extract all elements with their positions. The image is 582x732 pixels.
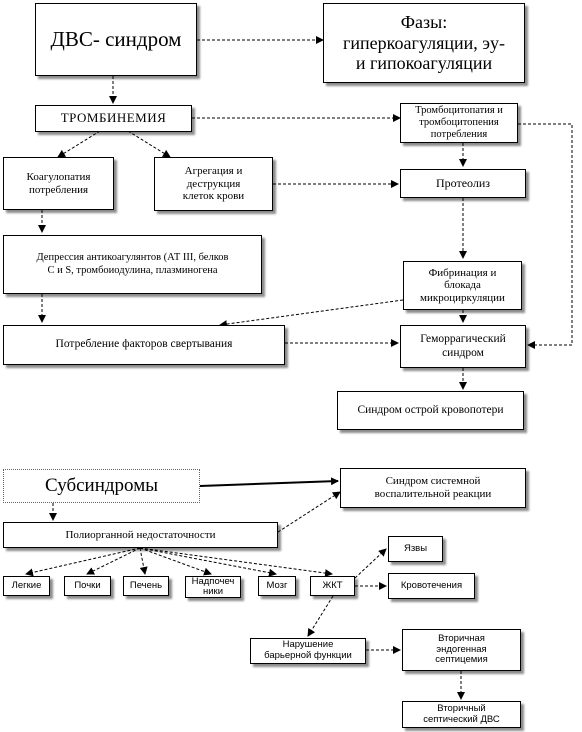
organ-git-label: ЖКТ — [322, 579, 343, 591]
arrow-mof-brain — [139, 547, 277, 577]
arrow-fibrination-consumption — [219, 299, 404, 329]
organ-kidneys-box: Почки — [64, 576, 111, 596]
arrow-thrombinemia-coagulopathy — [57, 130, 101, 158]
arrow-mof-lungs — [25, 547, 141, 577]
thrombinemia-box: ТРОМБИНЕМИЯ — [35, 105, 192, 132]
organ-lungs-box: Легкие — [3, 576, 50, 596]
organ-adrenals-label: Надпочеч ники — [191, 576, 235, 597]
coagulopathy-box: Коагулопатия потребления — [3, 157, 114, 210]
factor-consumption-label: Потребление факторов свертывания — [55, 338, 233, 351]
phases-box: Фазы: гиперкоагуляции, эу- и гипокоагуля… — [323, 3, 525, 83]
septic-dic-box: Вторичный септический ДВС — [402, 701, 521, 728]
proteolysis-box: Протеолиз — [400, 169, 526, 198]
mof-box: Полиорганной недостаточности — [3, 522, 278, 548]
arrow-mof-git — [139, 547, 333, 578]
organ-adrenals-box: Надпочеч ники — [185, 576, 241, 598]
arrow-thrombinemia-aggregation — [127, 130, 171, 158]
organ-liver-box: Печень — [123, 576, 169, 596]
bleeding-label: Кровотечения — [400, 579, 463, 591]
proteolysis-label: Протеолиз — [435, 175, 491, 190]
organ-kidneys-label: Почки — [74, 579, 101, 591]
mof-label: Полиорганной недостаточности — [65, 528, 216, 541]
arrow-thrombocytopathy-hemorrhagic — [518, 123, 573, 349]
sirs-label: Синдром системной воспалительной реакции — [374, 475, 492, 500]
arrow-mof-kidneys — [86, 547, 141, 575]
septic-dic-label: Вторичный септический ДВС — [423, 702, 500, 725]
phases-label: Фазы: гиперкоагуляции, эу- и гипокоагуля… — [343, 11, 505, 74]
organ-brain-label: Мозг — [266, 579, 288, 591]
fibrination-label: Фибринация и блокада микроциркуляции — [420, 266, 505, 304]
dic-label: ДВС- синдром — [50, 27, 182, 52]
acute-bloodloss-label: Синдром острой кровопотери — [357, 403, 504, 416]
organ-liver-label: Печень — [129, 579, 163, 591]
coagulopathy-label: Коагулопатия потребления — [26, 170, 91, 196]
ulcers-label: Язвы — [403, 542, 428, 554]
sirs-box: Синдром системной воспалительной реакции — [340, 468, 526, 508]
acute-bloodloss-box: Синдром острой кровопотери — [337, 391, 524, 430]
arrow-git-ulcers — [354, 548, 387, 579]
thrombocytopathy-label: Тромбоцитопатия и тромбоцитопения потреб… — [415, 104, 503, 141]
arrow-mof-adrenals — [139, 547, 212, 576]
hemorrhagic-box: Геморрагический синдром — [400, 325, 526, 368]
arrow-mof-sirs — [277, 491, 341, 533]
anticoagulant-depression-box: Депрессия антикоагулянтов (АТ III, белко… — [3, 235, 262, 294]
barrier-label: Нарушение барьерной функции — [264, 639, 352, 661]
arrow-mof-liver — [139, 547, 148, 575]
dic-box: ДВС- синдром — [35, 3, 197, 76]
subsyndromes-box: Субсиндромы — [3, 469, 200, 503]
organ-brain-box: Мозг — [258, 576, 296, 596]
endo-septicemia-label: Вторичная эндогенная септицемия — [435, 632, 488, 666]
barrier-box: Нарушение барьерной функции — [250, 638, 366, 664]
bleeding-box: Кровотечения — [388, 573, 475, 599]
fibrination-box: Фибринация и блокада микроциркуляции — [403, 261, 522, 310]
thrombocytopathy-box: Тромбоцитопатия и тромбоцитопения потреб… — [400, 103, 518, 143]
thrombinemia-label: ТРОМБИНЕМИЯ — [60, 110, 167, 126]
factor-consumption-box: Потребление факторов свертывания — [3, 325, 285, 365]
anticoagulant-depression-label: Депрессия антикоагулянтов (АТ III, белко… — [36, 252, 229, 276]
aggregation-box: Агрегация и деструкция клеток крови — [154, 157, 273, 211]
subsyndromes-label: Субсиндромы — [45, 475, 158, 497]
endo-septicemia-box: Вторичная эндогенная септицемия — [402, 629, 521, 671]
organ-lungs-label: Легкие — [11, 579, 42, 591]
ulcers-box: Язвы — [388, 536, 443, 562]
arrow-git-barrier — [307, 595, 334, 637]
aggregation-label: Агрегация и деструкция клеток крови — [182, 165, 245, 203]
organ-git-box: ЖКТ — [310, 576, 355, 596]
arrow-subsyndromes-sirs — [199, 477, 339, 487]
hemorrhagic-label: Геморрагический синдром — [420, 333, 506, 359]
